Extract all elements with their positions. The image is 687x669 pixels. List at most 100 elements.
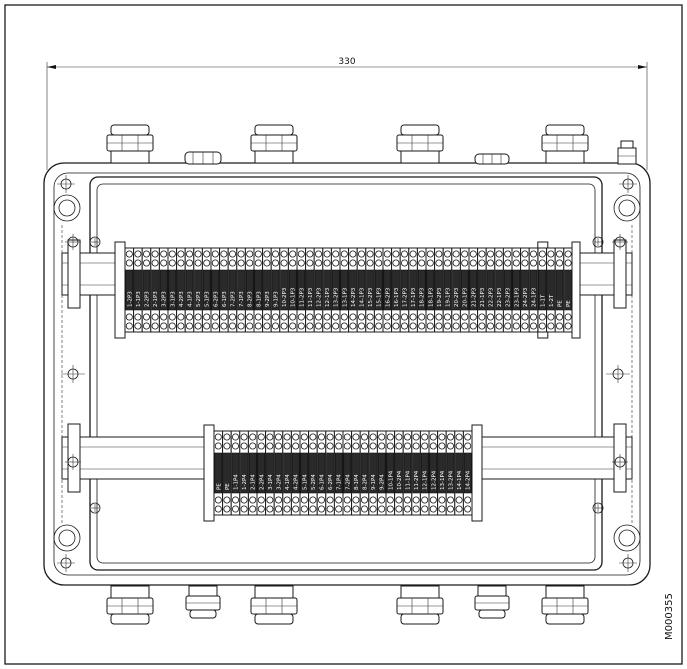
terminal-label: 9-2P4: [380, 474, 386, 490]
terminal-label: 10-2P3: [282, 287, 288, 307]
terminal-label: 20-2P3: [454, 287, 460, 307]
terminal-block: 2-1P4: [247, 430, 258, 516]
terminal-block: 17-2P3: [399, 247, 410, 333]
terminal-label: PE: [558, 300, 564, 307]
terminal-block: 1-1P4: [230, 430, 241, 516]
terminal-label: 3-1P3: [170, 291, 176, 307]
bottom-cable-glands: [106, 585, 589, 625]
cable-gland: [106, 585, 154, 625]
terminal-block: 18-2P3: [416, 247, 427, 333]
terminal-block: 16-2P3: [382, 247, 393, 333]
terminal-label: 20-1P3: [463, 287, 469, 307]
terminal-label: 11-2P3: [299, 287, 305, 307]
terminal-block: 14-2P4: [462, 430, 473, 516]
terminal-label: 9-1P4: [371, 474, 377, 490]
terminal-block: 9-2P3: [262, 247, 272, 333]
terminal-end-clamp: [114, 241, 126, 339]
corner-holes: [53, 194, 641, 552]
terminal-block: 13-2P4: [445, 430, 456, 516]
terminal-block: 11-2P4: [411, 430, 421, 516]
terminal-label: 13-1P4: [440, 470, 446, 490]
terminal-label: 14-1P3: [360, 287, 366, 307]
terminal-label: 23-1P3: [514, 287, 520, 307]
cable-gland: [396, 124, 444, 164]
terminal-label: 16-2P3: [385, 287, 391, 307]
small-cable-gland: [185, 585, 221, 619]
terminal-block: 1-2P3: [124, 247, 135, 333]
terminal-label: 4-2P3: [179, 291, 185, 307]
terminal-block: 3-1P4: [265, 430, 275, 516]
drawing-code: M000355: [664, 593, 675, 640]
terminal-label: 12-2P3: [317, 287, 323, 307]
terminal-block: PE: [563, 247, 573, 333]
terminal-block: 12-2P4: [428, 430, 439, 516]
terminal-block: 10-1P3: [287, 247, 298, 333]
terminal-label: 8-1P4: [354, 474, 360, 490]
terminal-block: 12-2P3: [313, 247, 324, 333]
terminal-block: 7-2P3: [227, 247, 238, 333]
terminal-block: PE: [213, 430, 224, 516]
terminal-block: 13-2P3: [330, 247, 341, 333]
terminal-label: 6-2P4: [328, 474, 334, 490]
terminal-label: 4-1P4: [285, 474, 291, 490]
terminal-block: 6-2P3: [210, 247, 221, 333]
terminal-label: 18-1P3: [428, 287, 434, 307]
terminal-block: 8-1P4: [351, 430, 361, 516]
terminal-block: 14-1P3: [356, 247, 367, 333]
terminal-label: 13-2P4: [449, 470, 455, 490]
terminal-block: 21-2P3: [468, 247, 479, 333]
terminal-label: 11-1P4: [406, 470, 412, 490]
terminal-label: 10-2P4: [397, 470, 403, 490]
terminal-label: 19-2P3: [437, 287, 443, 307]
terminal-block: 8-2P3: [244, 247, 255, 333]
terminal-block: 19-2P3: [434, 247, 444, 333]
terminal-label: 16-1P3: [394, 287, 400, 307]
terminal-label: 8-2P4: [363, 474, 369, 490]
terminal-label: 12-1P4: [423, 470, 429, 490]
terminal-block: 2-1P3: [150, 247, 160, 333]
terminal-label: 9-1P3: [274, 291, 280, 307]
terminal-block: 7-1P4: [333, 430, 344, 516]
terminal-block: 16-1P3: [391, 247, 401, 333]
terminal-label: 7-1P4: [337, 474, 343, 490]
terminal-block: 10-1P4: [385, 430, 396, 516]
terminal-label: 1-2T: [549, 294, 555, 307]
terminal-block: 23-1P3: [511, 247, 522, 333]
terminal-block: 11-1P3: [305, 247, 315, 333]
terminal-block: 7-2P4: [342, 430, 353, 516]
cable-gland: [396, 585, 444, 625]
terminal-block: 9-1P3: [270, 247, 281, 333]
terminal-block: 4-2P3: [176, 247, 186, 333]
terminal-block: 15-2P3: [365, 247, 375, 333]
enclosure-body: [43, 162, 651, 586]
terminal-label: 4-2P4: [294, 474, 300, 490]
terminal-block: 4-2P4: [290, 430, 301, 516]
terminal-label: 5-1P4: [302, 474, 308, 490]
terminal-block: 13-1P3: [339, 247, 350, 333]
terminal-label: 7-1P3: [239, 291, 245, 307]
terminal-block: 10-2P4: [394, 430, 404, 516]
terminal-label: 15-1P3: [377, 287, 383, 307]
terminal-label: 5-1P3: [205, 291, 211, 307]
dimension-label: 330: [338, 57, 355, 67]
terminal-block: 8-2P4: [359, 430, 370, 516]
terminal-block: 6-2P4: [325, 430, 335, 516]
cable-gland: [250, 585, 298, 625]
terminal-label: 2-2P3: [145, 291, 151, 307]
terminal-label: 6-2P3: [213, 291, 219, 307]
terminal-label: 24-2P3: [523, 287, 529, 307]
terminal-label: PE: [216, 483, 222, 490]
small-cable-gland: [474, 585, 510, 619]
terminal-block: 19-1P3: [442, 247, 453, 333]
terminal-label: 13-2P3: [334, 287, 340, 307]
terminal-block: 23-2P3: [502, 247, 513, 333]
top-blanking-plugs: [184, 151, 510, 165]
terminal-block: 10-2P3: [279, 247, 289, 333]
terminal-block: 17-1P3: [408, 247, 418, 333]
terminal-label: 22-2P3: [489, 287, 495, 307]
terminal-block: 11-2P3: [296, 247, 307, 333]
terminal-label: 9-2P3: [265, 291, 271, 307]
